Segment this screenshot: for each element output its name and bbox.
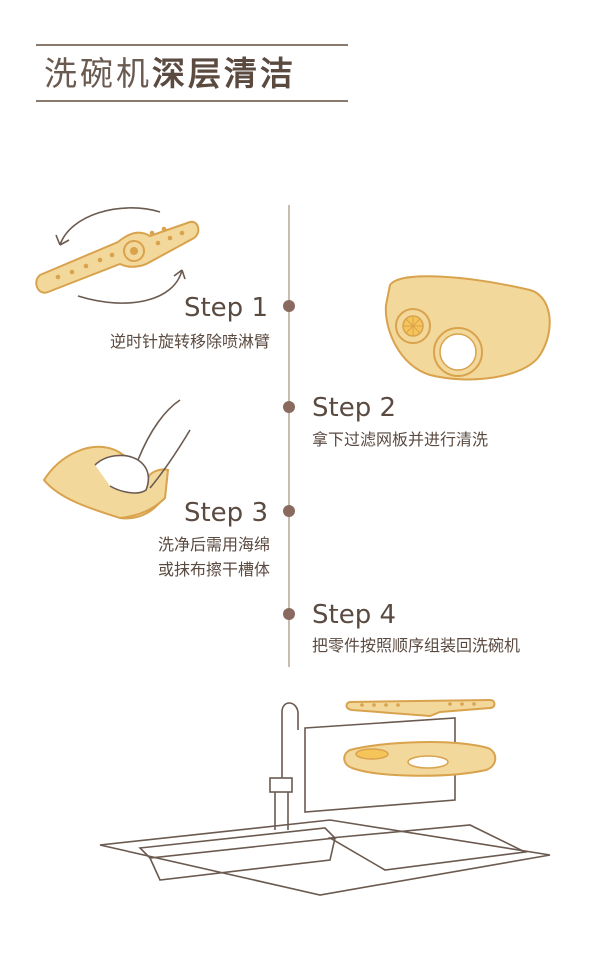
- spray-arm-rotate-icon: [35, 207, 200, 304]
- step-3-desc-line1: 洗净后需用海绵: [157, 535, 270, 554]
- assembled-spray-arm-icon: [345, 698, 496, 718]
- step-2-dot: [283, 401, 295, 413]
- title-rule-bottom: [36, 100, 348, 102]
- step-4-label: Step 4: [312, 600, 397, 630]
- title-text: 洗碗机深层清洁: [44, 54, 296, 94]
- step-3-label: Step 3: [183, 498, 268, 528]
- filter-plate-icon: [384, 275, 551, 381]
- sink-faucet-icon: [99, 702, 551, 896]
- timeline-line: [288, 205, 290, 667]
- assembled-filter-plate-icon: [343, 741, 497, 777]
- page-title: 洗碗机深层清洁: [36, 44, 348, 102]
- step-1-label: Step 1: [183, 293, 268, 323]
- title-rule-top: [36, 44, 348, 46]
- step-2-desc: 拿下过滤网板并进行清洗: [312, 430, 489, 449]
- step-2-label: Step 2: [312, 393, 397, 423]
- title-part-2: 深层清洁: [152, 54, 296, 93]
- step-1-desc: 逆时针旋转移除喷淋臂: [109, 332, 270, 351]
- step-1-dot: [283, 300, 295, 312]
- step-3-dot: [283, 505, 295, 517]
- step-3-desc-line2: 或抹布擦干槽体: [157, 560, 270, 579]
- step-4-dot: [283, 608, 295, 620]
- step-4-desc: 把零件按照顺序组装回洗碗机: [312, 636, 521, 655]
- hand-sponge-icon: [42, 399, 191, 520]
- title-part-1: 洗碗机: [44, 54, 152, 93]
